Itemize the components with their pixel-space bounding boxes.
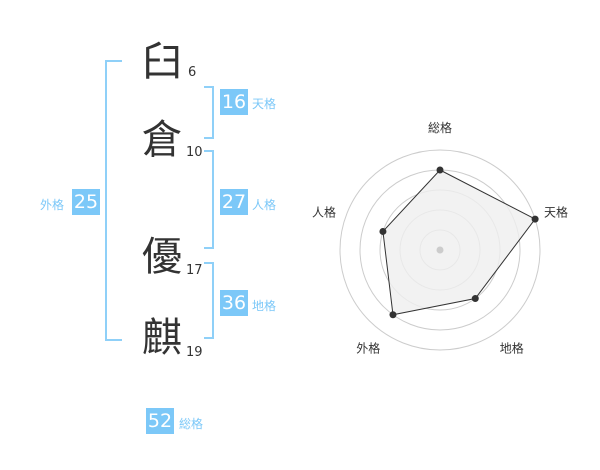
name-char: 臼 [142,39,182,85]
tenkaku-bracket [212,86,214,139]
bracket-tick [204,247,214,249]
radar-axis-label: 地格 [500,341,524,356]
stroke-count: 10 [186,145,203,160]
name-char: 倉 [142,117,182,163]
gaikaku-label: 外格 [40,198,65,212]
bracket-tick [204,137,214,139]
bracket-tick [105,60,122,62]
radar-point [379,227,387,235]
tenkaku-value: 16 [220,89,248,115]
stroke-count: 19 [186,345,203,360]
stroke-count: 17 [186,263,203,278]
radar-point [389,311,397,319]
chikaku-value: 36 [220,290,248,316]
jinkaku-label: 人格 [252,198,277,212]
radar-point [436,166,444,174]
gaikaku-bracket [105,60,107,341]
tenkaku-label: 天格 [252,97,277,111]
jinkaku-value: 27 [220,189,248,215]
name-char: 麒 [142,315,182,361]
name-char: 優 [142,234,182,280]
bracket-tick [204,337,214,339]
chikaku-bracket [212,262,214,339]
bracket-tick [204,86,214,88]
radar-center [436,246,444,254]
radar-axis-label: 外格 [356,341,380,356]
bracket-tick [105,339,122,341]
gaikaku-value: 25 [72,189,100,215]
sokaku-value: 52 [146,408,174,434]
radar-axis-label: 総格 [428,120,452,135]
radar-area [382,169,536,316]
sokaku-label: 総格 [179,417,204,431]
radar-axis-label: 人格 [312,204,336,219]
jinkaku-bracket [212,150,214,249]
radar-axis-label: 天格 [544,204,568,219]
stroke-count: 6 [188,65,197,80]
bracket-tick [204,150,214,152]
bracket-tick [204,262,214,264]
radar-point [531,215,539,223]
radar-point [471,295,479,303]
chikaku-label: 地格 [252,299,277,313]
radar-ring [339,149,541,351]
